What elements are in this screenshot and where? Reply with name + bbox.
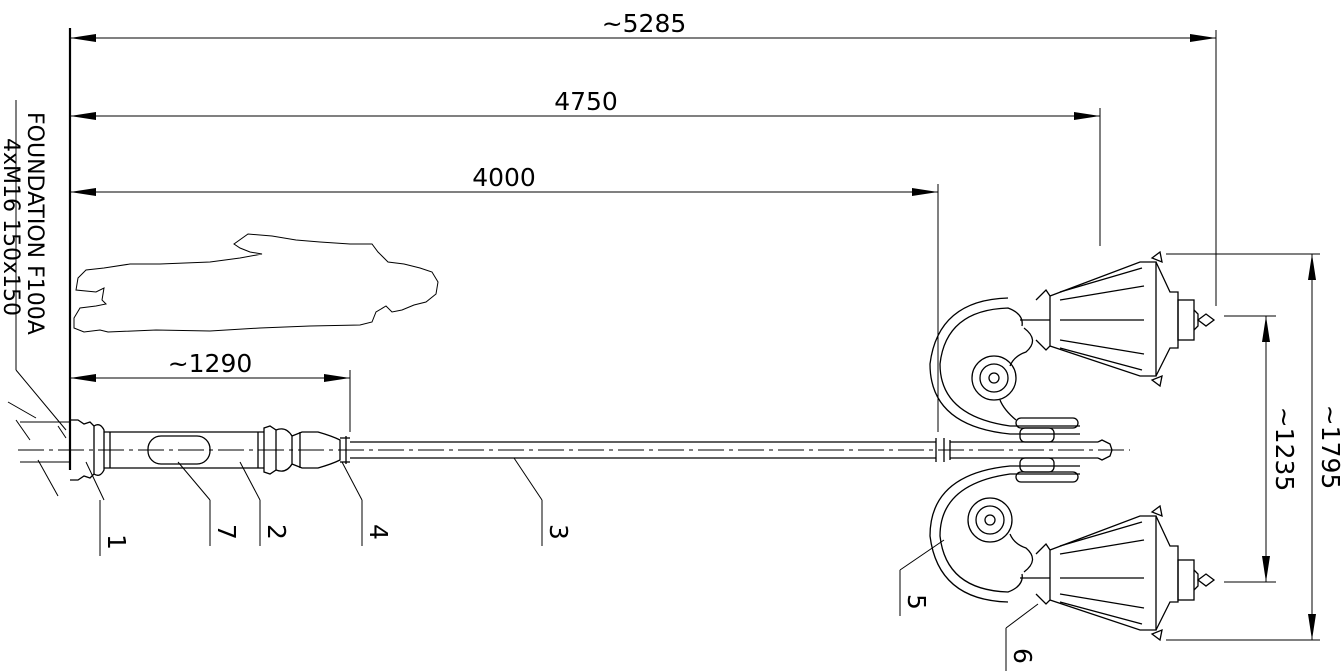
person-silhouette	[73, 233, 439, 333]
callout-7: 7	[177, 461, 241, 546]
callout-5-label: 5	[902, 594, 931, 610]
upper-arm	[929, 297, 1080, 443]
dimension-overall: ~5285	[70, 9, 1217, 306]
dimension-base: ~1290	[70, 349, 351, 432]
callout-1: 1	[85, 461, 131, 556]
lower-arm	[929, 457, 1080, 603]
access-door	[147, 435, 211, 465]
dimension-1235-label: ~1235	[1270, 407, 1299, 492]
foundation-bolts-label: 4xM16 150x150	[0, 138, 23, 316]
callout-3: 3	[513, 457, 573, 546]
callout-3-label: 3	[544, 524, 573, 540]
foundation-note: FOUNDATION F100A 4xM16 150x150	[0, 100, 67, 431]
callout-6: 6	[1005, 603, 1039, 671]
callout-1-label: 1	[102, 534, 131, 550]
dimension-4750: 4750	[70, 87, 1101, 246]
dimension-1235: ~1235	[1224, 315, 1299, 583]
foundation-label: FOUNDATION F100A	[22, 112, 47, 335]
dimension-base-label: ~1290	[168, 349, 253, 378]
callout-4-label: 4	[364, 524, 393, 540]
dimension-1795: ~1795	[1166, 253, 1344, 641]
callout-6-label: 6	[1008, 648, 1037, 664]
callout-5: 5	[899, 539, 945, 616]
pole-base	[70, 419, 350, 481]
callout-2: 2	[239, 461, 291, 546]
upper-lantern	[1020, 250, 1216, 388]
dimension-4000: 4000	[70, 163, 939, 432]
dimension-4750-label: 4750	[554, 87, 618, 116]
lower-lantern	[1020, 504, 1216, 642]
callout-7-label: 7	[212, 524, 241, 540]
dimension-1795-label: ~1795	[1316, 405, 1344, 490]
foundation-hatch	[7, 401, 70, 497]
dimension-overall-label: ~5285	[602, 9, 687, 38]
callout-2-label: 2	[262, 524, 291, 540]
callout-4: 4	[341, 461, 393, 546]
dimension-4000-label: 4000	[472, 163, 536, 192]
